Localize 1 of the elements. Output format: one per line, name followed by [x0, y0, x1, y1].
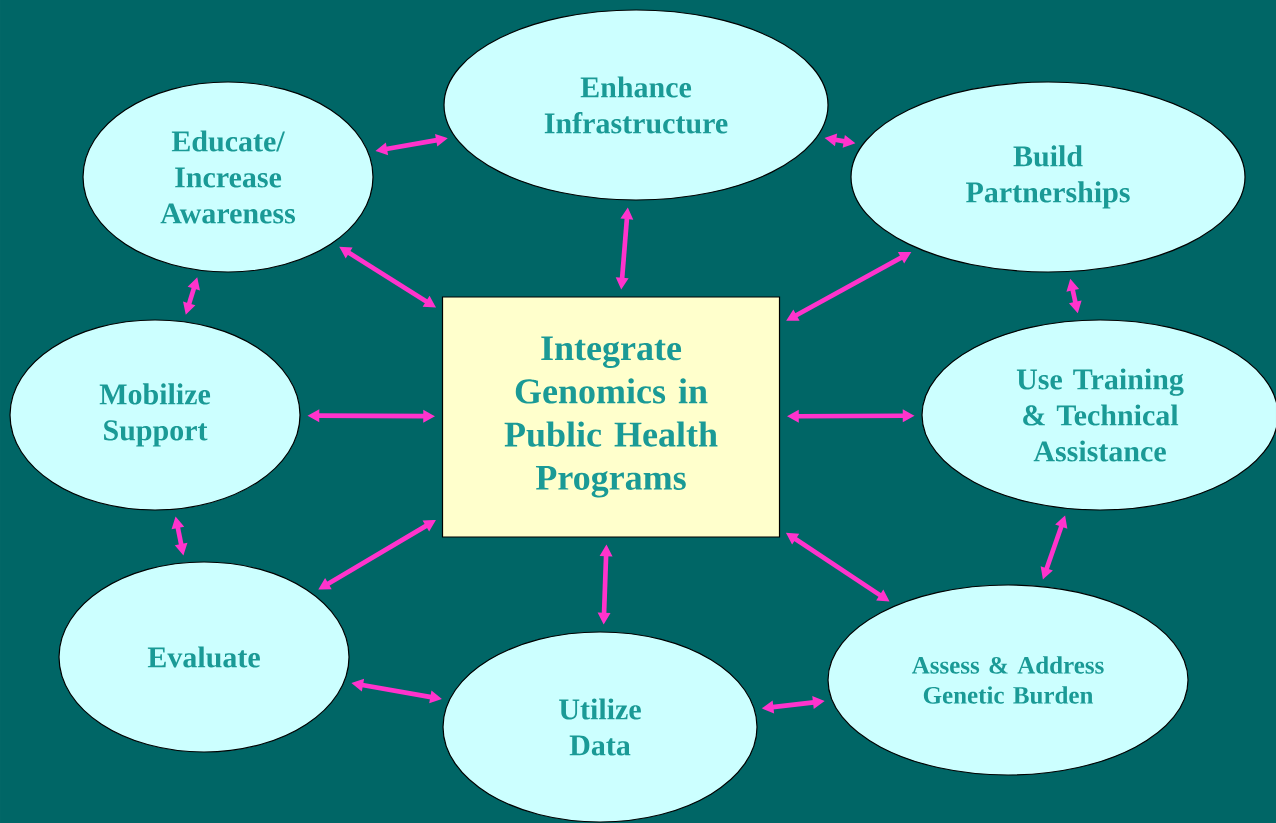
process-box: Integrate Genomics in Public Health Programs [441, 296, 781, 538]
